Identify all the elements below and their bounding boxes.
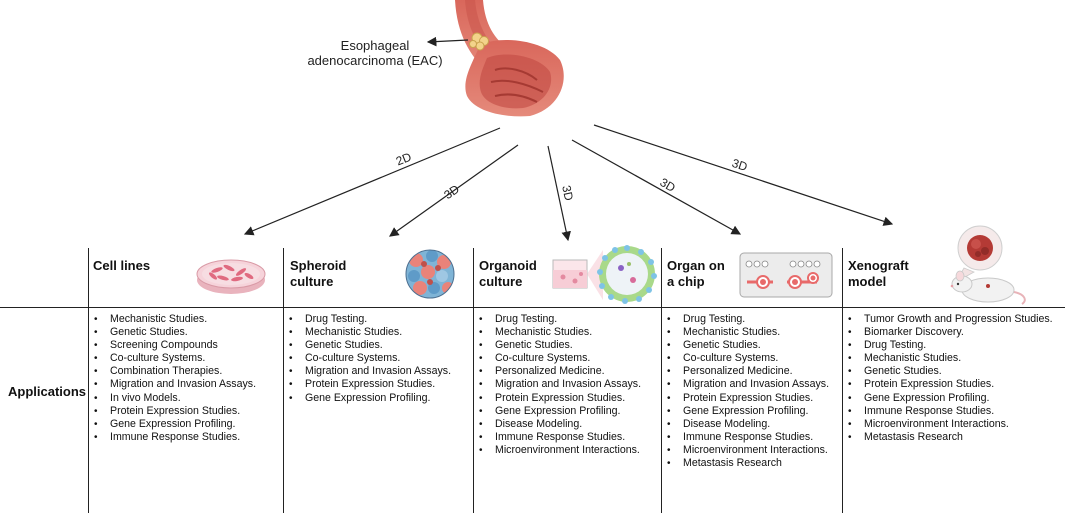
arrows-layer <box>243 36 894 242</box>
applications-list-organoid: Drug Testing. Mechanistic Studies. Genet… <box>475 313 641 457</box>
list-item: Personalized Medicine. <box>475 365 641 378</box>
list-item: Co-culture Systems. <box>90 352 256 365</box>
model-title-line: Cell lines <box>93 258 151 273</box>
model-title-line: Organoid <box>479 258 537 273</box>
list-item: Microenvironment Interactions. <box>663 444 829 457</box>
arrow-2d-cell-lines <box>243 127 501 236</box>
column-divider <box>473 248 474 513</box>
arrow-3d-organ-chip <box>571 139 742 235</box>
list-item: Gene Expression Profiling. <box>475 405 641 418</box>
list-item: In vivo Models. <box>90 392 256 405</box>
model-title-line: Organ on <box>667 258 725 273</box>
list-item: Co-culture Systems. <box>663 352 829 365</box>
model-title-xenograft: Xenograft model <box>848 258 909 290</box>
list-item: Migration and Invasion Assays. <box>475 378 641 391</box>
list-item: Protein Expression Studies. <box>475 392 641 405</box>
arrow-label-3d-organoid: 3D <box>559 184 577 202</box>
model-title-spheroid: Spheroid culture <box>290 258 346 290</box>
list-item: Personalized Medicine. <box>663 365 829 378</box>
column-divider <box>842 248 843 513</box>
model-title-cell-lines: Cell lines <box>93 258 150 274</box>
model-title-organoid: Organoid culture <box>479 258 537 290</box>
list-item: Mechanistic Studies. <box>663 326 829 339</box>
model-title-line: a chip <box>667 274 705 289</box>
list-item: Genetic Studies. <box>285 339 451 352</box>
list-item: Mechanistic Studies. <box>285 326 451 339</box>
list-item: Protein Expression Studies. <box>90 405 256 418</box>
microfluidic-chip-icon <box>739 252 833 298</box>
esophagus-stomach-illustration <box>455 0 564 117</box>
applications-list-spheroid: Drug Testing. Mechanistic Studies. Genet… <box>285 313 451 405</box>
list-item: Gene Expression Profiling. <box>844 392 1053 405</box>
list-item: Gene Expression Profiling. <box>663 405 829 418</box>
list-item: Genetic Studies. <box>844 365 1053 378</box>
eac-label: Esophageal adenocarcinoma (EAC) <box>300 38 450 68</box>
list-item: Metastasis Research <box>844 431 1053 444</box>
list-item: Drug Testing. <box>844 339 1053 352</box>
list-item: Microenvironment Interactions. <box>844 418 1053 431</box>
list-item: Gene Expression Profiling. <box>90 418 256 431</box>
list-item: Genetic Studies. <box>475 339 641 352</box>
list-item: Protein Expression Studies. <box>285 378 451 391</box>
list-item: Drug Testing. <box>663 313 829 326</box>
list-item: Drug Testing. <box>475 313 641 326</box>
list-item: Migration and Invasion Assays. <box>663 378 829 391</box>
list-item: Disease Modeling. <box>475 418 641 431</box>
model-title-line: model <box>848 274 887 289</box>
list-item: Mechanistic Studies. <box>475 326 641 339</box>
applications-list-organ-chip: Drug Testing. Mechanistic Studies. Genet… <box>663 313 829 470</box>
list-item: Biomarker Discovery. <box>844 326 1053 339</box>
list-item: Genetic Studies. <box>90 326 256 339</box>
model-title-line: culture <box>479 274 523 289</box>
arrow-3d-organoid <box>547 145 571 242</box>
applications-list-cell-lines: Mechanistic Studies. Genetic Studies. Sc… <box>90 313 256 444</box>
list-item: Immune Response Studies. <box>844 405 1053 418</box>
list-item: Screening Compounds <box>90 339 256 352</box>
organoid-icon <box>552 245 657 304</box>
list-item: Genetic Studies. <box>663 339 829 352</box>
list-item: Migration and Invasion Assays. <box>285 365 451 378</box>
applications-label: Applications <box>8 384 87 399</box>
eac-label-line-1: Esophageal <box>340 38 410 53</box>
arrow-3d-xenograft <box>593 124 894 226</box>
arrow-3d-spheroid <box>389 144 519 237</box>
applications-list-xenograft: Tumor Growth and Progression Studies. Bi… <box>844 313 1053 444</box>
list-item: Immune Response Studies. <box>663 431 829 444</box>
list-item: Immune Response Studies. <box>90 431 256 444</box>
list-item: Co-culture Systems. <box>285 352 451 365</box>
column-divider <box>88 248 89 513</box>
column-divider <box>661 248 662 513</box>
list-item: Migration and Invasion Assays. <box>90 378 256 391</box>
list-item: Protein Expression Studies. <box>663 392 829 405</box>
list-item: Gene Expression Profiling. <box>285 392 451 405</box>
list-item: Protein Expression Studies. <box>844 378 1053 391</box>
list-item: Mechanistic Studies. <box>90 313 256 326</box>
list-item: Mechanistic Studies. <box>844 352 1053 365</box>
table-divider <box>0 307 1065 308</box>
column-divider <box>283 248 284 513</box>
spheroid-icon <box>405 249 455 299</box>
list-item: Drug Testing. <box>285 313 451 326</box>
model-title-line: Xenograft <box>848 258 909 273</box>
petri-dish-icon <box>196 259 266 294</box>
list-item: Tumor Growth and Progression Studies. <box>844 313 1053 326</box>
list-item: Combination Therapies. <box>90 365 256 378</box>
eac-label-line-2: adenocarcinoma (EAC) <box>307 53 443 68</box>
model-title-line: Spheroid <box>290 258 347 273</box>
model-title-line: culture <box>290 274 334 289</box>
arrow-to-eac-label <box>426 36 469 47</box>
mouse-tumor-icon <box>950 225 1026 305</box>
list-item: Immune Response Studies. <box>475 431 641 444</box>
list-item: Metastasis Research <box>663 457 829 470</box>
list-item: Microenvironment Interactions. <box>475 444 641 457</box>
list-item: Co-culture Systems. <box>475 352 641 365</box>
list-item: Disease Modeling. <box>663 418 829 431</box>
model-title-organ-chip: Organ on a chip <box>667 258 725 290</box>
